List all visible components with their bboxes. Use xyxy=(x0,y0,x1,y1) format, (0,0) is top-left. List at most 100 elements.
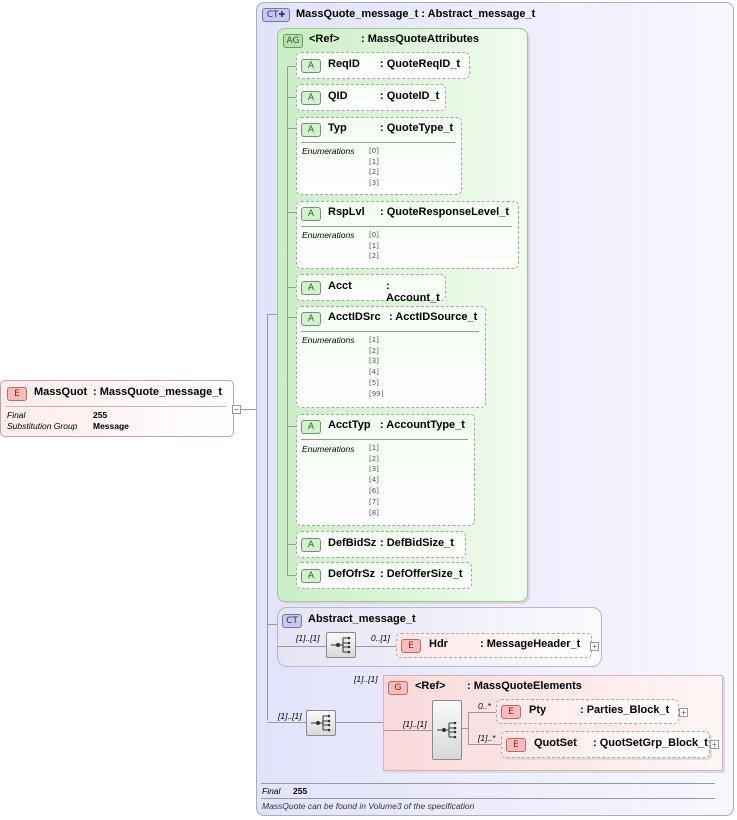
branch xyxy=(287,317,296,318)
footer-note: MassQuote can be found in Volume3 of the… xyxy=(262,801,475,811)
sequence-glyph-icon xyxy=(437,721,457,739)
connector-line xyxy=(336,722,383,723)
enum-value: [3] xyxy=(369,179,379,187)
attribute-type: : QuoteID_t xyxy=(380,90,440,102)
attribute-tag-icon: A xyxy=(301,207,321,221)
element-quotset[interactable]: E QuotSet : QuotSetGrp_Block_t xyxy=(501,731,710,758)
connector-line xyxy=(241,409,267,410)
connector-line xyxy=(383,730,432,731)
outer-seq-cardinality: [1]..[1] xyxy=(278,711,302,721)
pty-cardinality: 0..* xyxy=(478,701,491,711)
complex-type-tag-icon: CT✚ xyxy=(262,8,290,22)
element-pty[interactable]: E Pty : Parties_Block_t xyxy=(496,699,679,724)
expand-icon[interactable]: + xyxy=(590,642,599,651)
trunk-line xyxy=(267,314,268,720)
enum-value: [1] xyxy=(369,158,379,166)
attribute-tag-icon: A xyxy=(301,59,321,73)
attribute-group-name: : MassQuoteAttributes xyxy=(361,33,479,45)
abstract-seq-cardinality: [1]..[1] xyxy=(296,633,320,643)
attribute-typ[interactable]: A Typ : QuoteType_t Enumerations [0] [1]… xyxy=(296,117,462,195)
enum-value: [99] xyxy=(369,390,384,398)
element-hdr[interactable]: E Hdr : MessageHeader_t xyxy=(396,633,592,658)
divider xyxy=(301,142,455,143)
attribute-type: : QuoteResponseLevel_t xyxy=(380,206,509,218)
element-tag-icon: E xyxy=(401,639,421,653)
attribute-type: : QuoteType_t xyxy=(380,122,454,134)
enumerations-label: Enumerations xyxy=(302,230,355,240)
ag-branch-line xyxy=(287,66,288,575)
attribute-defofrsz[interactable]: A DefOfrSz : DefOfferSize_t xyxy=(296,562,472,589)
complex-type-title: MassQuote_message_t : Abstract_message_t xyxy=(296,8,536,20)
hdr-cardinality: 0..[1] xyxy=(371,633,390,643)
group-tag-icon: G xyxy=(388,681,408,695)
enum-value: [0] xyxy=(369,147,379,155)
enum-value: [1] xyxy=(369,336,379,344)
enum-value: [6] xyxy=(369,487,379,495)
enum-value: [1] xyxy=(369,444,379,452)
enum-value: [2] xyxy=(369,168,379,176)
attribute-tag-icon: A xyxy=(301,420,321,434)
footer-final-label: Final xyxy=(262,786,281,796)
branch xyxy=(287,66,296,67)
abstract-title: Abstract_message_t xyxy=(308,613,416,625)
attribute-reqid[interactable]: A ReqID : QuoteReqID_t xyxy=(296,52,470,79)
attribute-tag-icon: A xyxy=(301,569,321,583)
attribute-group-ref: <Ref> xyxy=(309,33,340,45)
element-name: Pty xyxy=(529,704,547,716)
group-ref: <Ref> xyxy=(415,680,446,692)
enum-value: [2] xyxy=(369,455,379,463)
sequence-icon[interactable] xyxy=(432,700,462,760)
element-name: QuotSet xyxy=(534,737,577,749)
inner-seq-cardinality: [1]..[1] xyxy=(403,719,427,729)
element-type: : Parties_Block_t xyxy=(580,704,670,716)
branch xyxy=(287,575,296,576)
attribute-tag-icon: A xyxy=(301,123,321,137)
attribute-acct[interactable]: A Acct : Account_t xyxy=(296,274,446,304)
sequence-icon[interactable] xyxy=(306,710,336,736)
attribute-name: AcctIDSrc xyxy=(328,311,381,323)
attribute-defbidsz[interactable]: A DefBidSz : DefBidSize_t xyxy=(296,531,466,558)
sequence-icon[interactable] xyxy=(326,632,356,658)
attribute-tag-icon: A xyxy=(301,91,321,105)
root-element-box[interactable]: E MassQuot : MassQuote_message_t Final 2… xyxy=(0,380,234,437)
collapse-icon[interactable]: − xyxy=(232,405,241,414)
attribute-accttyp[interactable]: A AcctTyp : AccountType_t Enumerations [… xyxy=(296,414,475,526)
enum-value: [3] xyxy=(369,465,379,473)
enum-value: [4] xyxy=(369,476,379,484)
element-tag-icon: E xyxy=(501,705,521,719)
attribute-qid[interactable]: A QID : QuoteID_t xyxy=(296,84,446,111)
enum-value: [3] xyxy=(369,357,379,365)
branch xyxy=(287,544,296,545)
enum-value: [5] xyxy=(369,379,379,387)
attribute-name: DefBidSz xyxy=(328,537,377,549)
enumerations-label: Enumerations xyxy=(302,146,355,156)
element-tag-icon: E xyxy=(7,387,27,401)
enum-value: [0] xyxy=(369,231,379,239)
group-name: : MassQuoteElements xyxy=(467,680,582,692)
attribute-tag-icon: A xyxy=(301,281,321,295)
quotset-cardinality: [1]..* xyxy=(478,733,496,743)
element-type: : MessageHeader_t xyxy=(480,638,581,650)
attribute-name: RspLvl xyxy=(328,206,365,218)
prop-value-substitution-group: Message xyxy=(93,421,129,431)
attribute-type: : QuoteReqID_t xyxy=(380,58,461,70)
attribute-name: QID xyxy=(328,90,348,102)
divider xyxy=(301,439,468,440)
enumerations-label: Enumerations xyxy=(302,444,355,454)
attribute-type: : DefBidSize_t xyxy=(380,537,454,549)
expand-icon[interactable]: + xyxy=(679,708,688,717)
prop-value-final: 255 xyxy=(93,410,108,420)
attribute-acctidsrc[interactable]: A AcctIDSrc : AcctIDSource_t Enumeration… xyxy=(296,306,486,408)
attribute-type: : DefOfferSize_t xyxy=(380,568,463,580)
expand-icon[interactable]: + xyxy=(710,740,719,749)
footer-final-value: 255 xyxy=(293,786,308,796)
attribute-rsplvl[interactable]: A RspLvl : QuoteResponseLevel_t Enumerat… xyxy=(296,201,519,269)
footer-divider xyxy=(261,783,715,784)
trunk-to-group xyxy=(267,722,307,723)
prop-label-substitution-group: Substitution Group xyxy=(7,421,78,431)
enum-value: [1] xyxy=(369,242,379,250)
divider xyxy=(6,406,226,407)
enum-value: [2] xyxy=(369,347,379,355)
enum-value: [4] xyxy=(369,368,379,376)
attribute-group-tag-icon: AG xyxy=(283,34,303,48)
